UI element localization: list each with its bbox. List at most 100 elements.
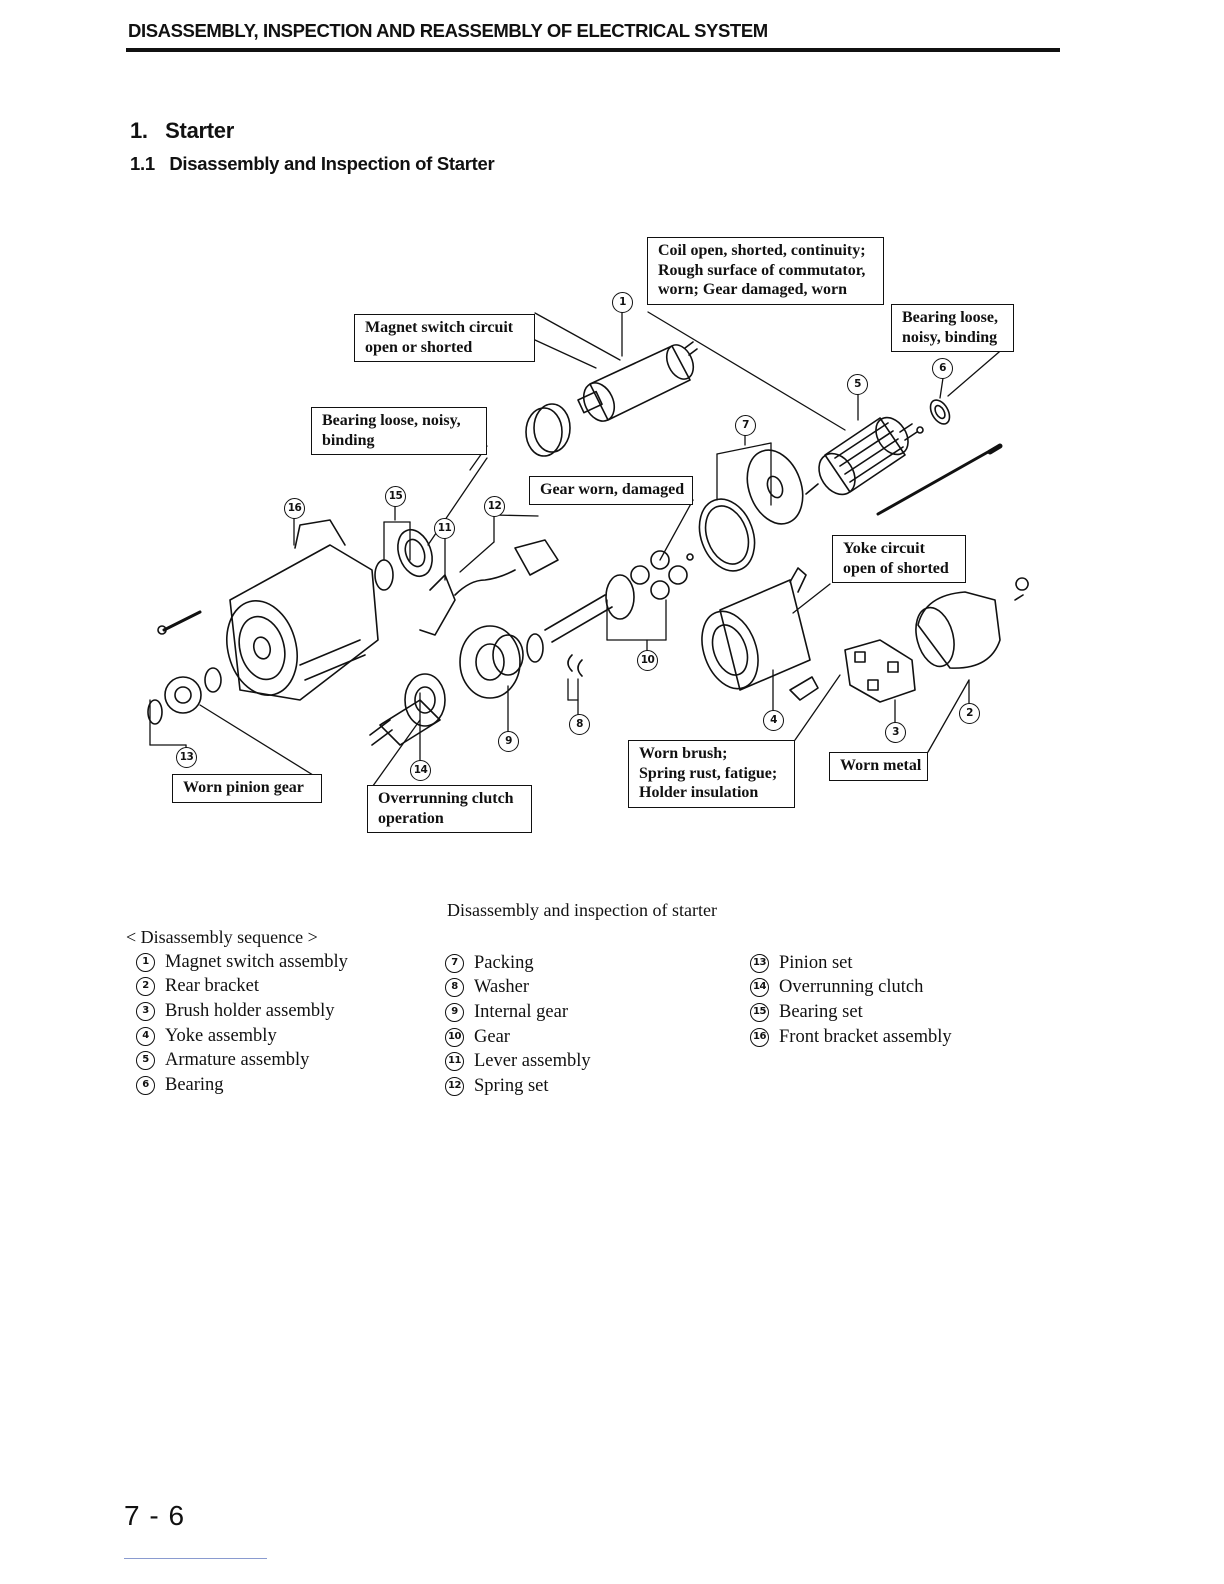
part-label: Brush holder assembly [165, 1000, 335, 1021]
marker-1: 1 [612, 292, 633, 313]
callout-armature-line2: Rough surface of commutator, [658, 261, 866, 279]
part-number-badge: 13 [750, 953, 769, 973]
part-label: Gear [474, 1026, 510, 1047]
marker-9: 9 [498, 731, 519, 752]
lever-drawing [419, 539, 559, 636]
part-label: Yoke assembly [165, 1025, 277, 1046]
part-number-badge: 15 [750, 1002, 769, 1022]
callout-bearing-right-line1: Bearing loose, [902, 309, 998, 326]
callout-overrunning-clutch: Overrunning clutch operation [367, 785, 532, 833]
part-label: Front bracket assembly [779, 1026, 952, 1047]
callout-clutch-line2: operation [378, 809, 444, 827]
list-item: 13 Pinion set [750, 951, 952, 976]
marker-14: 14 [410, 760, 431, 781]
gear-drawing [544, 550, 694, 677]
marker-12: 12 [484, 496, 505, 517]
callout-brush: Worn brush; Spring rust, fatigue; Holder… [628, 740, 795, 808]
callout-yoke-line2: open of shorted [843, 559, 949, 577]
callout-brush-line1: Worn brush; [639, 745, 728, 762]
part-label: Pinion set [779, 952, 853, 973]
figure-caption: Disassembly and inspection of starter [447, 900, 717, 920]
callout-worn-metal: Worn metal [829, 752, 928, 781]
list-item: 2 Rear bracket [136, 975, 348, 1000]
part-number-badge: 1 [136, 952, 155, 972]
marker-7: 7 [735, 415, 756, 436]
part-number-badge: 2 [136, 977, 155, 997]
list-item: 5 Armature assembly [136, 1048, 348, 1073]
part-label: Bearing set [779, 1001, 863, 1022]
list-item: 7 Packing [445, 951, 591, 976]
part-label: Lever assembly [474, 1051, 591, 1072]
callout-gear-line1: Gear worn, damaged [540, 481, 685, 498]
marker-11: 11 [434, 518, 455, 539]
list-item: 16 Front bracket assembly [750, 1025, 952, 1050]
part-label: Packing [474, 952, 534, 973]
marker-2: 2 [959, 703, 980, 724]
footer-line [124, 1558, 267, 1559]
yoke-drawing [701, 567, 819, 701]
marker-3: 3 [885, 722, 906, 743]
marker-15: 15 [385, 486, 406, 507]
list-item: 11 Lever assembly [445, 1049, 591, 1074]
page-header-title: DISASSEMBLY, INSPECTION AND REASSEMBLY O… [128, 20, 768, 41]
callout-armature: Coil open, shorted, continuity; Rough su… [647, 237, 884, 305]
callout-pinion: Worn pinion gear [172, 774, 322, 803]
armature-drawing [805, 399, 1003, 516]
callout-yoke: Yoke circuit open of shorted [832, 535, 966, 583]
part-number-badge: 7 [445, 953, 464, 973]
part-number-badge: 3 [136, 1001, 155, 1021]
marker-5: 5 [847, 374, 868, 395]
callout-armature-line3: worn; Gear damaged, worn [658, 281, 848, 298]
list-item: 14 Overrunning clutch [750, 976, 952, 1001]
list-item: 10 Gear [445, 1025, 591, 1050]
part-number-badge: 14 [750, 978, 769, 998]
part-number-badge: 16 [750, 1027, 769, 1047]
page-number: 7 - 6 [124, 1500, 186, 1531]
part-label: Rear bracket [165, 976, 259, 997]
callout-bearing-right: Bearing loose, noisy, binding [891, 304, 1014, 352]
bearing-set-drawing [374, 528, 433, 591]
part-number-badge: 8 [445, 978, 464, 998]
front-bracket-drawing [157, 519, 379, 701]
callout-magnet-line2: open or shorted [365, 338, 473, 356]
callout-magnet-line1: Magnet switch circuit [365, 319, 514, 336]
part-number-badge: 4 [136, 1026, 155, 1046]
magnet-switch-drawing [525, 341, 698, 457]
part-label: Overrunning clutch [779, 977, 924, 998]
pinion-drawing [147, 667, 222, 725]
part-number-badge: 11 [445, 1052, 464, 1072]
list-item: 6 Bearing [136, 1073, 348, 1098]
part-label: Bearing [165, 1074, 224, 1095]
part-label: Armature assembly [165, 1050, 310, 1071]
part-number-badge: 9 [445, 1002, 464, 1022]
part-number-badge: 5 [136, 1051, 155, 1071]
sequence-header: < Disassembly sequence > [126, 927, 318, 947]
callout-yoke-line1: Yoke circuit [843, 540, 925, 557]
callout-magnet-switch: Magnet switch circuit open or shorted [354, 314, 535, 362]
part-label: Washer [474, 977, 530, 998]
callout-bearing-left-line1: Bearing loose, noisy, [322, 412, 461, 429]
callout-gear: Gear worn, damaged [529, 476, 693, 505]
part-label: Magnet switch assembly [165, 951, 348, 972]
overrunning-clutch-drawing [369, 625, 544, 746]
marker-8: 8 [569, 714, 590, 735]
packing-drawing [698, 449, 804, 572]
part-number-badge: 6 [136, 1075, 155, 1095]
callout-bearing-left: Bearing loose, noisy, binding [311, 407, 487, 455]
callout-brush-line2: Spring rust, fatigue; [639, 764, 778, 782]
parts-column-3: 13 Pinion set 14 Overrunning clutch 15 Bear… [750, 951, 952, 1049]
part-number-badge: 10 [445, 1027, 464, 1047]
marker-6: 6 [932, 358, 953, 379]
list-item: 3 Brush holder assembly [136, 999, 348, 1024]
internal-gear-drawing [492, 634, 524, 676]
list-item: 1 Magnet switch assembly [136, 950, 348, 975]
part-label: Spring set [474, 1075, 549, 1096]
marker-13: 13 [176, 747, 197, 768]
callout-armature-line1: Coil open, shorted, continuity; [658, 242, 866, 259]
brush-holder-drawing [844, 639, 916, 703]
starter-exploded-diagram [147, 309, 1029, 791]
